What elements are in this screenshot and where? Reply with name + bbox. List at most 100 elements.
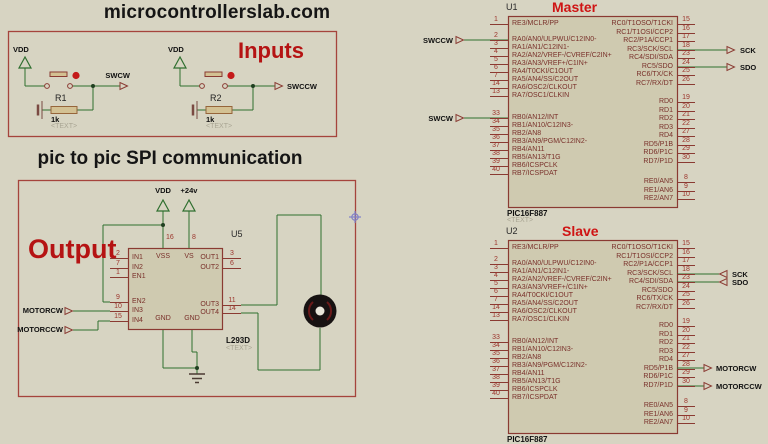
pin-name: RB6/ICSPCLK [512,162,558,169]
pin-name: RA5/AN4/SS/C2OUT [512,300,579,307]
resistor-text-placeholder: <TEXT> [51,123,78,130]
pin-number: 35 [492,126,500,133]
pin-name: RB3/AN9/PGM/C12IN2- [512,138,588,145]
button-actuator[interactable] [49,71,68,77]
button-actuator[interactable] [204,71,223,77]
pin-name: RD1 [658,331,673,338]
pin-stub [677,128,695,129]
site-title: microcontrollerslab.com [103,2,331,23]
button-toggle-dot[interactable] [72,71,80,80]
pin-number: 14 [228,305,236,312]
slave-chip-body[interactable] [507,239,679,435]
resistor-r1[interactable] [50,106,78,114]
pin-stub [490,24,508,25]
resistor-r2[interactable] [205,106,233,114]
pin-number: 38 [492,150,500,157]
pin-number: 2 [494,32,498,39]
pin-name: RD0 [658,322,673,329]
terminal-label-motorcw-slave: MOTORCW [716,364,757,373]
pin-number: 40 [492,166,500,173]
pin-number: 5 [494,56,498,63]
pin-stub [490,134,508,135]
pin-stub [490,264,508,265]
terminal-label-motorcw: MOTORCW [22,306,63,315]
pin-name: RE2/AN7 [643,419,673,426]
pin-number: 34 [492,118,500,125]
master-title: Master [552,0,598,15]
pin-stub [677,369,695,370]
pin-number: 29 [682,145,690,152]
push-button-swcw[interactable] [44,71,80,89]
pin-name: RC4/SDI/SDA [629,54,673,61]
pin-stub [677,406,695,407]
pin-name: OUT1 [200,254,219,261]
pin-number: 23 [682,50,690,57]
pin-stub [223,313,241,314]
pin-name: RA0/AN0/ULPWU/C12IN0- [512,260,597,267]
pin-number: 6 [494,64,498,71]
pin-number: 26 [682,76,690,83]
pin-name: RE2/AN7 [643,195,673,202]
pin-name: RB6/ICSPCLK [512,386,558,393]
pin-name: RE0/AN5 [643,178,673,185]
pin-name: RB4/AN11 [512,370,545,377]
pin-number: 40 [492,390,500,397]
terminal-label-swccw-master: SWCCW [423,35,453,45]
pin-number: 37 [492,366,500,373]
terminal-label-sdo-master: SDO [740,63,757,72]
vdd-label: VDD [155,186,171,195]
pin-name: RC5/SDO [641,63,673,70]
pin-number: 9 [684,183,688,190]
terminal-arrow-sck-slave [718,269,728,279]
terminal-arrow-swccw-master [455,35,465,45]
pin-name: RD5/P1B [643,365,673,372]
pin-number: 1 [116,269,120,276]
pin-stub [490,296,508,297]
pin-stub [677,199,695,200]
pin-name: RD3 [658,124,673,131]
terminal-arrow-motorcw [64,306,74,316]
pin-stub [490,96,508,97]
pin-stub [677,67,695,68]
pin-number: 29 [682,369,690,376]
schematic-heading: pic to pic SPI communication [37,148,303,169]
pin-number: 30 [682,154,690,161]
pin-stub [490,280,508,281]
resistor-ref-r2: R2 [210,93,222,103]
pin-stub [490,48,508,49]
pin-number: 1 [494,240,498,247]
pin-name: IN2 [132,264,143,271]
pin-stub [677,282,695,283]
pin-number: 23 [682,274,690,281]
pin-name: IN4 [132,317,143,324]
pin-name: RB1/AN10/C12IN3- [512,122,574,129]
pin-name: RC7/RX/DT [636,80,673,87]
pin-name: RC0/T1OSO/T1CKI [611,244,673,251]
pin-stub [490,320,508,321]
pin-stub [677,24,695,25]
pin-number: 17 [682,257,690,264]
pin-stub [490,350,508,351]
pin-number: 14 [492,80,500,87]
master-chip-body[interactable] [507,15,679,209]
pin-number: 30 [682,378,690,385]
l293d-chip-body[interactable] [127,247,224,331]
motor[interactable] [303,294,337,328]
pin-stub [490,142,508,143]
push-button-swccw[interactable] [199,71,235,89]
pin-name: RB7/ICSPDAT [512,170,558,177]
pin-name: RA3/AN3/VREF+/C1IN+ [512,60,588,67]
pin-number: 7 [494,296,498,303]
pin-name: RD4 [658,132,673,139]
master-ref: U1 [506,2,518,12]
pin-stub [110,258,128,259]
pin-stub [677,41,695,42]
pin-stub [677,326,695,327]
pin-number: 17 [682,33,690,40]
pin-number: 39 [492,158,500,165]
pin-name: OUT2 [200,264,219,271]
pin-stub [677,299,695,300]
button-toggle-dot[interactable] [227,71,235,80]
terminal-label-sck-master: SCK [740,46,756,55]
